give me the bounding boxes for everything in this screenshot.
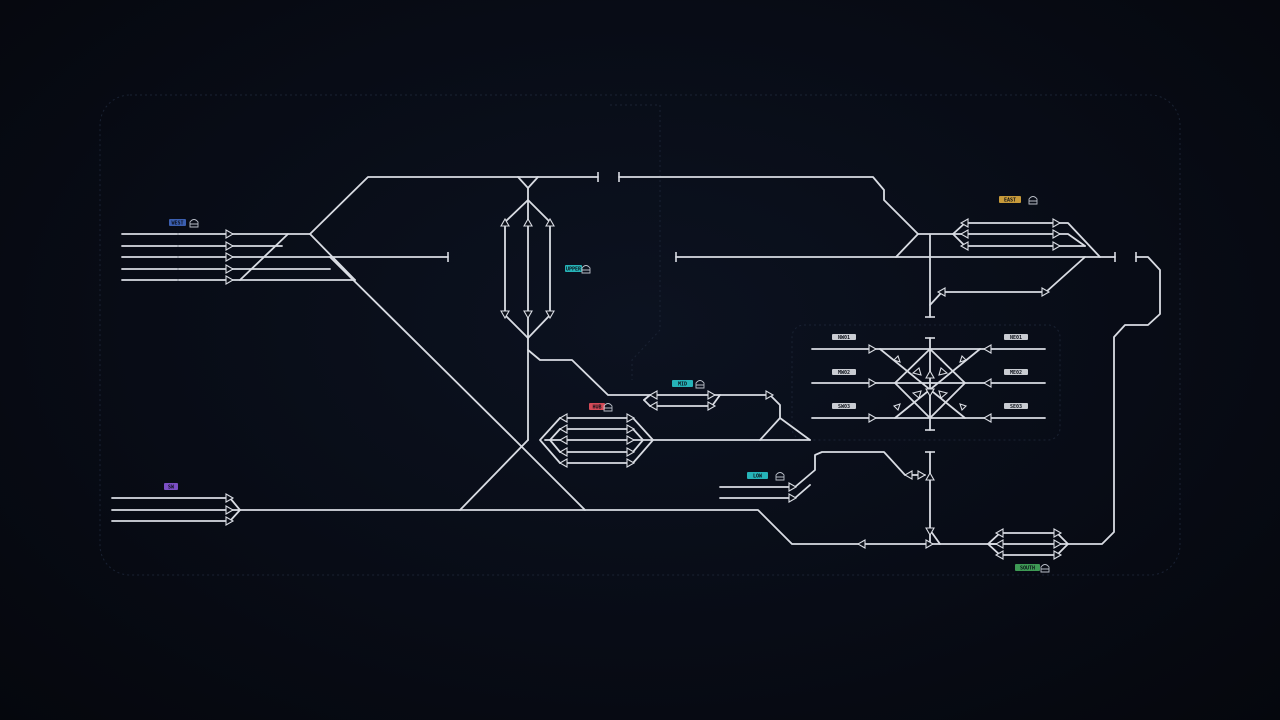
station-badge — [999, 196, 1021, 203]
station-badge — [565, 265, 582, 272]
junction-zone — [791, 324, 1061, 441]
depot-labels: NW01 NE01 MW02 ME02 SW03 SE03 — [832, 334, 1028, 410]
lower-signals — [225, 470, 935, 549]
station-icon[interactable] — [1028, 196, 1038, 205]
station-icon[interactable] — [775, 472, 785, 481]
station-badge — [747, 472, 768, 479]
south-signals — [994, 528, 1063, 560]
svg-text:LOW: LOW — [753, 474, 763, 480]
station-label-mid[interactable]: MID — [672, 380, 705, 389]
svg-text:EAST: EAST — [1004, 198, 1016, 204]
central-upper-tracks[interactable] — [459, 176, 651, 511]
svg-text:SE03: SE03 — [1010, 404, 1022, 410]
lower-tracks[interactable] — [111, 451, 1001, 545]
station-label-sw[interactable]: SW — [164, 483, 178, 491]
zone-divider — [610, 104, 661, 380]
svg-text:NE01: NE01 — [1010, 335, 1022, 341]
mid-station-tracks[interactable] — [643, 394, 811, 441]
svg-text:HUB: HUB — [592, 405, 601, 411]
svg-text:UPPER: UPPER — [566, 267, 582, 273]
station-icon[interactable] — [695, 380, 705, 389]
svg-text:NW01: NW01 — [838, 335, 850, 341]
central-upper-signals — [500, 217, 555, 320]
station-badge — [1015, 564, 1040, 571]
svg-text:MW02: MW02 — [838, 370, 850, 376]
map-boundary — [99, 94, 1181, 576]
station-icon[interactable] — [189, 219, 199, 228]
svg-text:SW03: SW03 — [838, 404, 850, 410]
svg-text:SOUTH: SOUTH — [1020, 566, 1035, 572]
station-label-east[interactable]: EAST — [999, 196, 1038, 205]
station-label-west[interactable]: WEST — [169, 219, 199, 228]
svg-text:SW: SW — [168, 485, 175, 491]
east-signals — [936, 218, 1062, 297]
station-label-hub[interactable]: HUB — [589, 403, 613, 412]
station-badge — [164, 483, 178, 490]
station-icon[interactable] — [603, 403, 613, 412]
right-loop-track[interactable] — [1067, 252, 1161, 545]
west-signals — [177, 229, 235, 285]
hub-station-tracks[interactable] — [539, 417, 811, 464]
station-label-low[interactable]: LOW — [747, 472, 785, 481]
svg-text:ME02: ME02 — [1010, 370, 1022, 376]
mid-signals — [648, 390, 775, 411]
svg-text:MID: MID — [678, 382, 687, 388]
cross-junction[interactable] — [811, 337, 1046, 431]
station-badge — [672, 380, 693, 387]
station-badge — [589, 403, 605, 410]
svg-text:WEST: WEST — [171, 221, 183, 227]
hub-signals — [558, 413, 636, 468]
station-icon[interactable] — [581, 265, 591, 274]
station-label-south[interactable]: SOUTH — [1015, 564, 1050, 573]
east-main-tracks[interactable] — [618, 172, 1116, 318]
station-badge — [169, 219, 186, 226]
west-station-tracks[interactable] — [121, 172, 599, 441]
cross-signals — [868, 344, 992, 423]
station-icon[interactable] — [1040, 564, 1050, 573]
station-label-upper[interactable]: UPPER — [565, 265, 591, 274]
